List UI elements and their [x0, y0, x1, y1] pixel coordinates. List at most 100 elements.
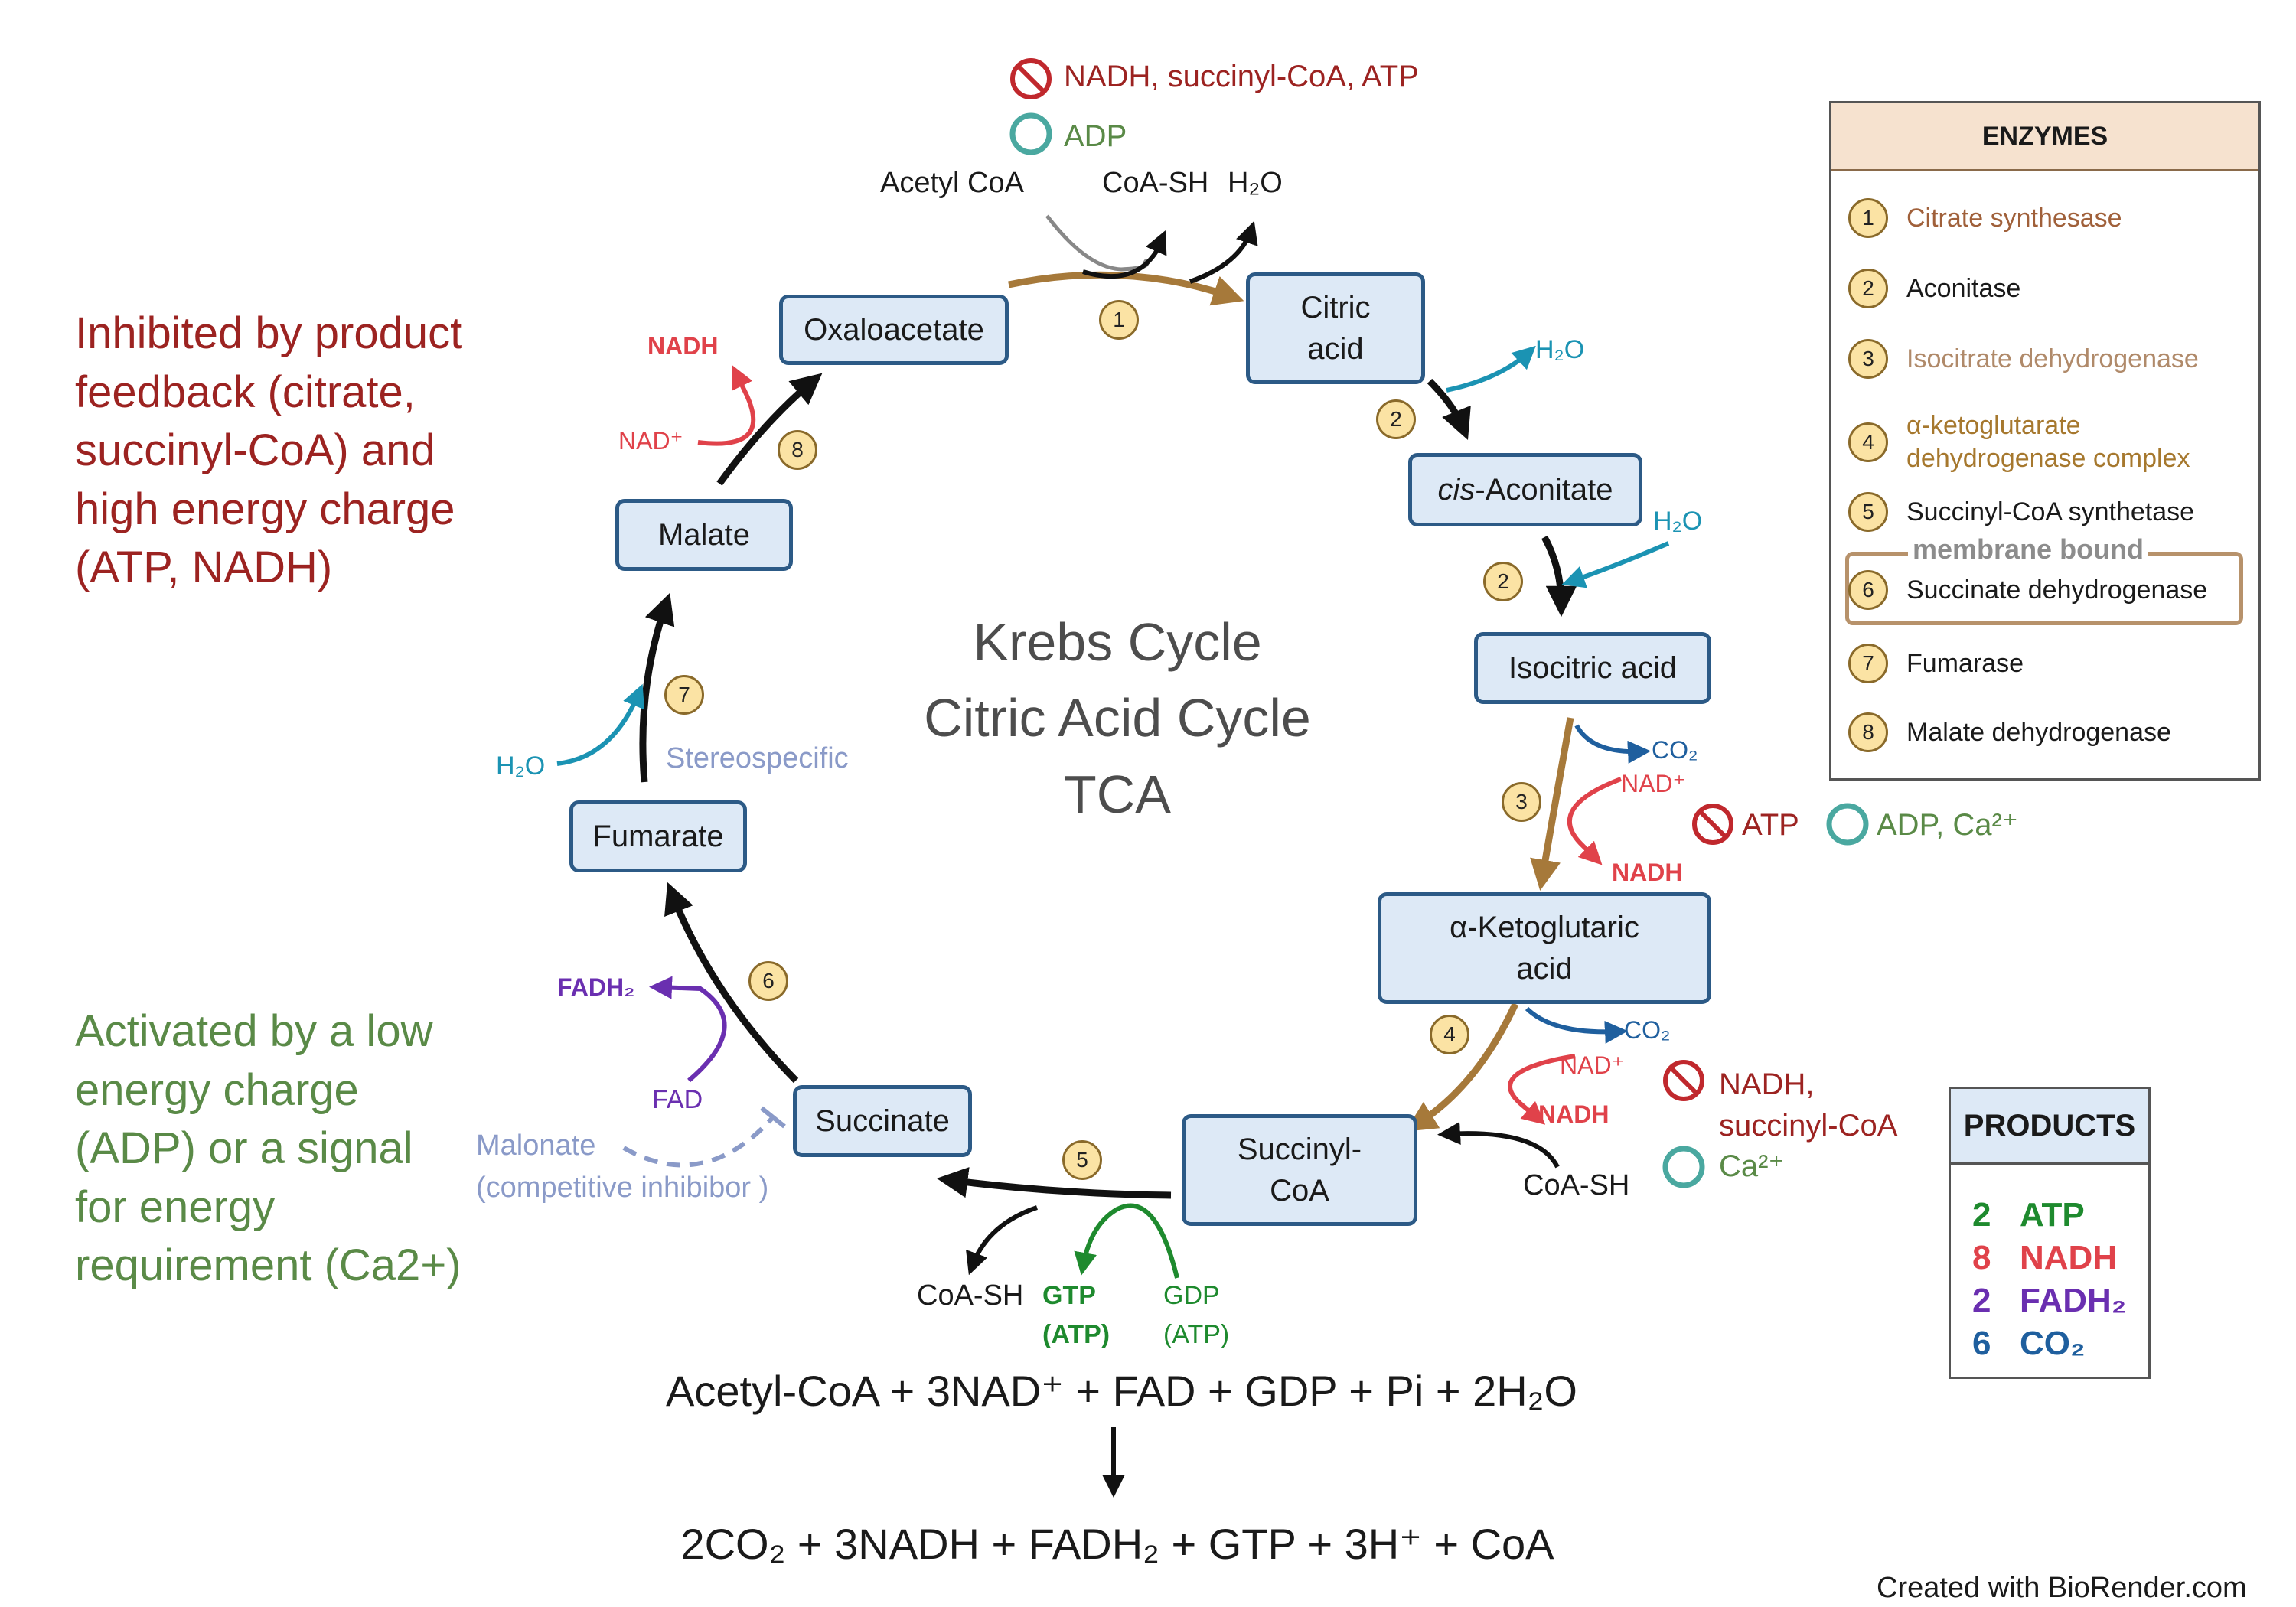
arrow-step2a [1427, 378, 1471, 441]
box-malate: Malate [615, 499, 793, 571]
inhibit-icon-step1 [1010, 58, 1052, 99]
box-cis-aconitate: cis-Aconitate [1408, 453, 1642, 526]
label-nadh-step3: NADH [1612, 859, 1683, 886]
inhibit-icon-step4 [1663, 1060, 1704, 1101]
step-number-2b: 2 [1483, 562, 1523, 601]
enzyme-name-2: Aconitase [1906, 273, 2021, 303]
note-inhibited: Inhibited by product feedback (citrate, … [75, 308, 463, 593]
label-h2o-step2b: H₂O [1653, 507, 1703, 536]
enzyme-number-6: 6 [1848, 570, 1888, 610]
box-fumarate: Fumarate [569, 800, 747, 872]
regulation-inhibitors-step1: NADH, succinyl-CoA, ATP [1064, 60, 1419, 93]
label-fad: FAD [652, 1085, 703, 1114]
h2o-top-arrow [1189, 220, 1258, 284]
label-fadh2: FADH₂ [557, 973, 635, 1001]
step-number-7: 7 [664, 675, 704, 715]
enzyme-number-2: 2 [1848, 269, 1888, 308]
regulation-inhibitors-step3: ATP [1742, 808, 1799, 842]
enzyme-name-7: Fumarase [1906, 648, 2024, 678]
label-gtp: GTP (ATP) [1042, 1281, 1110, 1349]
label-stereospecific: Stereospecific [666, 742, 849, 774]
label-nad-step8: NAD⁺ [618, 427, 683, 455]
step-number-5: 5 [1062, 1140, 1102, 1180]
label-co2-step4: CO₂ [1624, 1016, 1671, 1044]
fad-fadh2-step6 [649, 976, 727, 1083]
gdp-gtp-step5 [1074, 1203, 1179, 1279]
step-number-3: 3 [1502, 782, 1541, 822]
enzyme-number-1: 1 [1848, 198, 1888, 238]
co2-out-step4 [1525, 1006, 1628, 1044]
arrow-step7 [639, 592, 675, 783]
arrow-step3 [1530, 717, 1574, 891]
enzyme-number-8: 8 [1848, 712, 1888, 752]
activate-icon-step1 [1009, 112, 1052, 155]
cycle-title: Krebs Cycle Citric Acid Cycle TCA [827, 605, 1408, 833]
label-h2o-step2a: H₂O [1535, 335, 1585, 364]
product-count-nadh: 8 [1972, 1239, 1991, 1276]
label-nad-step3: NAD⁺ [1621, 770, 1686, 797]
box-oxaloacetate: Oxaloacetate [779, 295, 1009, 365]
product-name-fadh2: FADH₂ [2020, 1282, 2127, 1319]
title-line-tca: TCA [1064, 764, 1171, 824]
box-succinate: Succinate [793, 1085, 972, 1157]
credit-text: Created with BioRender.com [1877, 1572, 2247, 1604]
step-number-6: 6 [748, 961, 788, 1001]
arrow-step5 [936, 1167, 1172, 1199]
cis-prefix: cis [1437, 473, 1476, 507]
label-malonate: Malonate (competitive inhibibor ) [476, 1129, 769, 1204]
label-acetyl-coa: Acetyl CoA [880, 167, 1024, 199]
step-number-1: 1 [1099, 300, 1139, 340]
label-h2o-step7: H₂O [496, 751, 546, 781]
aconitate-label: -Aconitate [1475, 473, 1613, 507]
coa-sh-out-step5 [966, 1205, 1038, 1276]
water-out-step2a [1446, 345, 1536, 393]
arrow-step2b [1541, 535, 1577, 618]
coa-sh-in-step4 [1437, 1121, 1560, 1169]
enzyme-row-2: 2 Aconitase [1848, 269, 2020, 308]
regulation-activators-step3: ADP, Ca²⁺ [1877, 808, 2018, 842]
label-h2o-top: H₂O [1228, 167, 1283, 199]
box-citric-acid: Citric acid [1246, 272, 1425, 384]
title-line-krebs: Krebs Cycle [973, 612, 1262, 672]
acetyl-coa-input-arc [1045, 214, 1150, 272]
equation-products: 2CO₂ + 3NADH + FADH₂ + GTP + 3H⁺ + CoA [680, 1520, 1554, 1568]
inhibit-icon-step3 [1692, 804, 1733, 845]
products-header: PRODUCTS [1951, 1089, 2148, 1165]
enzymes-header: ENZYMES [1831, 103, 2258, 171]
co2-out-step3 [1574, 724, 1651, 764]
product-name-co2: CO₂ [2020, 1325, 2086, 1362]
enzyme-name-3: Isocitrate dehydrogenase [1906, 344, 2199, 373]
regulation-activators-step1: ADP [1064, 119, 1127, 153]
enzyme-number-3: 3 [1848, 339, 1888, 379]
regulation-inhibitors-step4: NADH, succinyl-CoA [1719, 1068, 1898, 1143]
label-nadh-step4: NADH [1538, 1100, 1609, 1128]
enzyme-name-4: α-ketoglutarate dehydrogenase complex [1906, 411, 2190, 473]
arrow-step6 [664, 882, 799, 1084]
label-gdp: GDP (ATP) [1163, 1281, 1230, 1349]
box-alpha-ketoglutaric-acid: α-Ketoglutaric acid [1378, 892, 1711, 1004]
product-count-co2: 6 [1972, 1325, 1991, 1362]
equation-reactants: Acetyl-CoA + 3NAD⁺ + FAD + GDP + Pi + 2H… [666, 1367, 1577, 1415]
label-co2-step3: CO₂ [1652, 736, 1698, 764]
label-coa-sh-step5: CoA-SH [917, 1279, 1024, 1312]
box-isocitric-acid: Isocitric acid [1474, 632, 1711, 704]
water-in-step2b [1561, 541, 1670, 588]
label-nad-step4: NAD⁺ [1560, 1051, 1625, 1079]
enzyme-row-3: 3 Isocitrate dehydrogenase [1848, 339, 2199, 379]
activate-icon-step3 [1826, 803, 1869, 846]
step-number-8: 8 [778, 430, 817, 470]
label-coa-sh-top: CoA-SH [1102, 167, 1209, 199]
nad-nadh-step3 [1567, 777, 1623, 865]
step-number-2a: 2 [1376, 399, 1416, 439]
label-coa-sh-step4: CoA-SH [1523, 1169, 1630, 1201]
activate-icon-step4 [1662, 1146, 1705, 1188]
title-line-citric-acid-cycle: Citric Acid Cycle [924, 688, 1311, 748]
